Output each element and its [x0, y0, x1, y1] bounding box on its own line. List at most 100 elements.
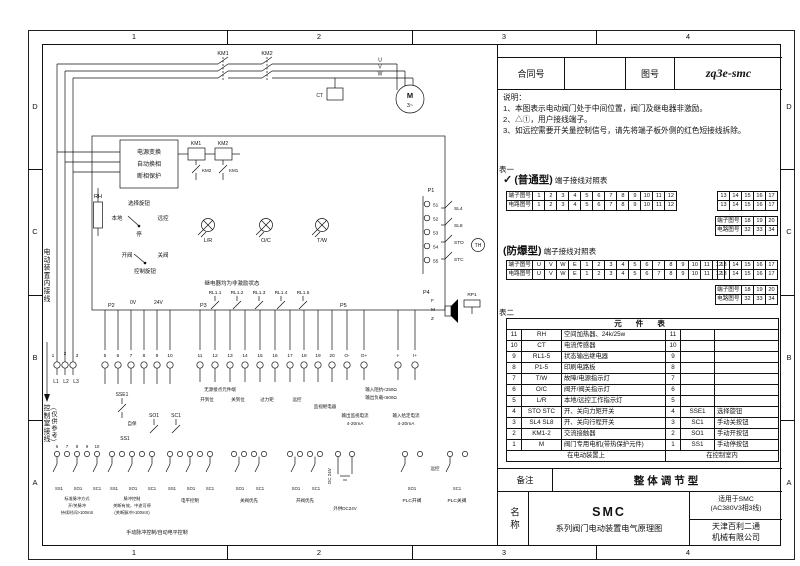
- control-room-wiring-caption: 控制室接线: [42, 404, 49, 443]
- cell: 2: [544, 190, 558, 202]
- km2-contact-label: KM2: [261, 51, 272, 57]
- local-control-cluster: SSE1 自保 SO1 SC1 SS1: [116, 392, 181, 442]
- cell: 16: [753, 269, 766, 280]
- terminal-i-minus: I-: [397, 353, 400, 359]
- cell: 16: [753, 200, 766, 211]
- zone-col: 3: [501, 32, 507, 41]
- cell: 11: [665, 329, 681, 341]
- cell: 5: [506, 395, 522, 407]
- cell: 1: [532, 200, 546, 211]
- cell: 3: [556, 200, 570, 211]
- p1-term-51: 51: [433, 203, 439, 209]
- cell: 9: [676, 269, 690, 280]
- cell: 2: [592, 259, 606, 271]
- g1-so1: SO1: [74, 486, 83, 491]
- g5-desc: 开阀优先: [296, 497, 314, 504]
- zone-col: 2: [316, 32, 322, 41]
- table1-label: 表一: [499, 165, 514, 174]
- lamp-tw-label: T/W: [317, 238, 328, 244]
- company-cell: 适用于SMC (AC380V3相3线) 天津百利二通 机械有限公司: [690, 492, 782, 546]
- cell: 33: [753, 225, 766, 236]
- zone-row: A: [32, 478, 38, 487]
- cell: 8: [506, 362, 522, 374]
- cell: 6: [640, 259, 654, 271]
- cell: 6: [665, 384, 681, 396]
- tick: [28, 420, 42, 421]
- p1-term-52: 52: [433, 217, 439, 223]
- control-board: 电源变换 自动换相 断相保护 KM1 KM2 KM2 KM1 RH 选择旋钮 本…: [57, 135, 446, 311]
- cell: SL4 SL8: [521, 417, 562, 429]
- terminal-16: 16: [272, 353, 278, 359]
- board-24v-label: 24V: [154, 300, 164, 306]
- remark-box: 备注 整体调节型: [498, 468, 782, 492]
- cell: [713, 395, 780, 407]
- lamp-tw: T/W: [311, 218, 329, 244]
- relay-rl5-label: RL1.5: [297, 290, 310, 296]
- cell: 4: [506, 406, 522, 418]
- cell: P1-5: [521, 362, 562, 374]
- cell: 12: [664, 190, 678, 202]
- name-label: 名称: [508, 506, 519, 532]
- cell: T/W: [521, 373, 562, 385]
- p4-feedback: P4 F M Z RP1: [423, 290, 481, 323]
- zone-col: 4: [685, 32, 691, 41]
- cell: 手动关按钮: [713, 417, 780, 429]
- terminal-strip: 1 2 3 L1 L2 L3 5 6 7 8 9 10 11 12 13 14 …: [52, 310, 419, 385]
- cell: 16: [753, 190, 766, 202]
- terminal-6: 6: [117, 353, 120, 359]
- board-p1-label: P1: [428, 188, 435, 194]
- company-name: 天津百利二通 机械有限公司: [690, 520, 782, 547]
- terminal-o-minus: O-: [344, 353, 350, 359]
- cell: 8: [616, 200, 630, 211]
- cell: 3: [665, 417, 681, 429]
- cell: W: [556, 269, 570, 280]
- cell: 10: [665, 340, 681, 352]
- cell: 17: [765, 269, 778, 280]
- tick: [227, 30, 228, 44]
- schematic: KM1 KM2 U V W M 3~ CT 电源变换 自动换相 断相保护 KM1…: [44, 51, 485, 536]
- drawing-title: 系列阀门电动装置电气原理图: [555, 523, 663, 533]
- plc-open-label: PLC开阀: [403, 497, 422, 504]
- tick: [781, 169, 795, 170]
- phase-l1-label: L1: [53, 379, 59, 385]
- component-footer-left: 在电动装置上: [506, 450, 666, 462]
- cell: CT: [521, 340, 562, 352]
- cell: 11: [652, 190, 666, 202]
- cell: 8: [664, 259, 678, 271]
- ext-dc24v-label: 外供DC24V: [333, 505, 357, 512]
- thermal-th-label: TH: [475, 243, 482, 249]
- cell: 32: [741, 294, 754, 305]
- cell: 3: [604, 269, 618, 280]
- terminal-11: 11: [198, 353, 203, 359]
- table2-label: 表二: [499, 308, 514, 317]
- plc-so1: SO1: [408, 486, 417, 491]
- g5-sc1: SC1: [312, 486, 321, 491]
- board-p3-label: P3: [200, 303, 207, 309]
- lamp-oc: O/C: [255, 218, 273, 244]
- cell: 选择旋钮: [713, 406, 780, 418]
- passive-contact-label: 无源接点元件端: [204, 386, 236, 393]
- cell: 17: [765, 190, 778, 202]
- cell: RH: [521, 329, 562, 341]
- cell: 2: [506, 428, 522, 440]
- g4-sc1: SC1: [256, 486, 265, 491]
- psu-line2: 自动换相: [137, 160, 161, 168]
- cell: [680, 395, 715, 407]
- cell: 8: [664, 269, 678, 280]
- g3-ss1: SS1: [168, 486, 177, 491]
- cell: 13: [717, 200, 730, 211]
- lamp-lr: L/R: [197, 218, 215, 244]
- output-load-label: 输出负载<600Ω: [365, 394, 397, 401]
- cell: SC1: [680, 417, 715, 429]
- cell: SS1: [680, 439, 715, 451]
- close-valve-label: 关阀: [157, 251, 168, 259]
- torque-switch-sto-label: STO: [454, 240, 464, 246]
- km2-interlock-label: KM2: [202, 168, 212, 173]
- zone-col: 1: [131, 548, 137, 557]
- cell: 11: [652, 200, 666, 211]
- p1-term-54: 54: [433, 245, 439, 251]
- cell: 34: [765, 294, 778, 305]
